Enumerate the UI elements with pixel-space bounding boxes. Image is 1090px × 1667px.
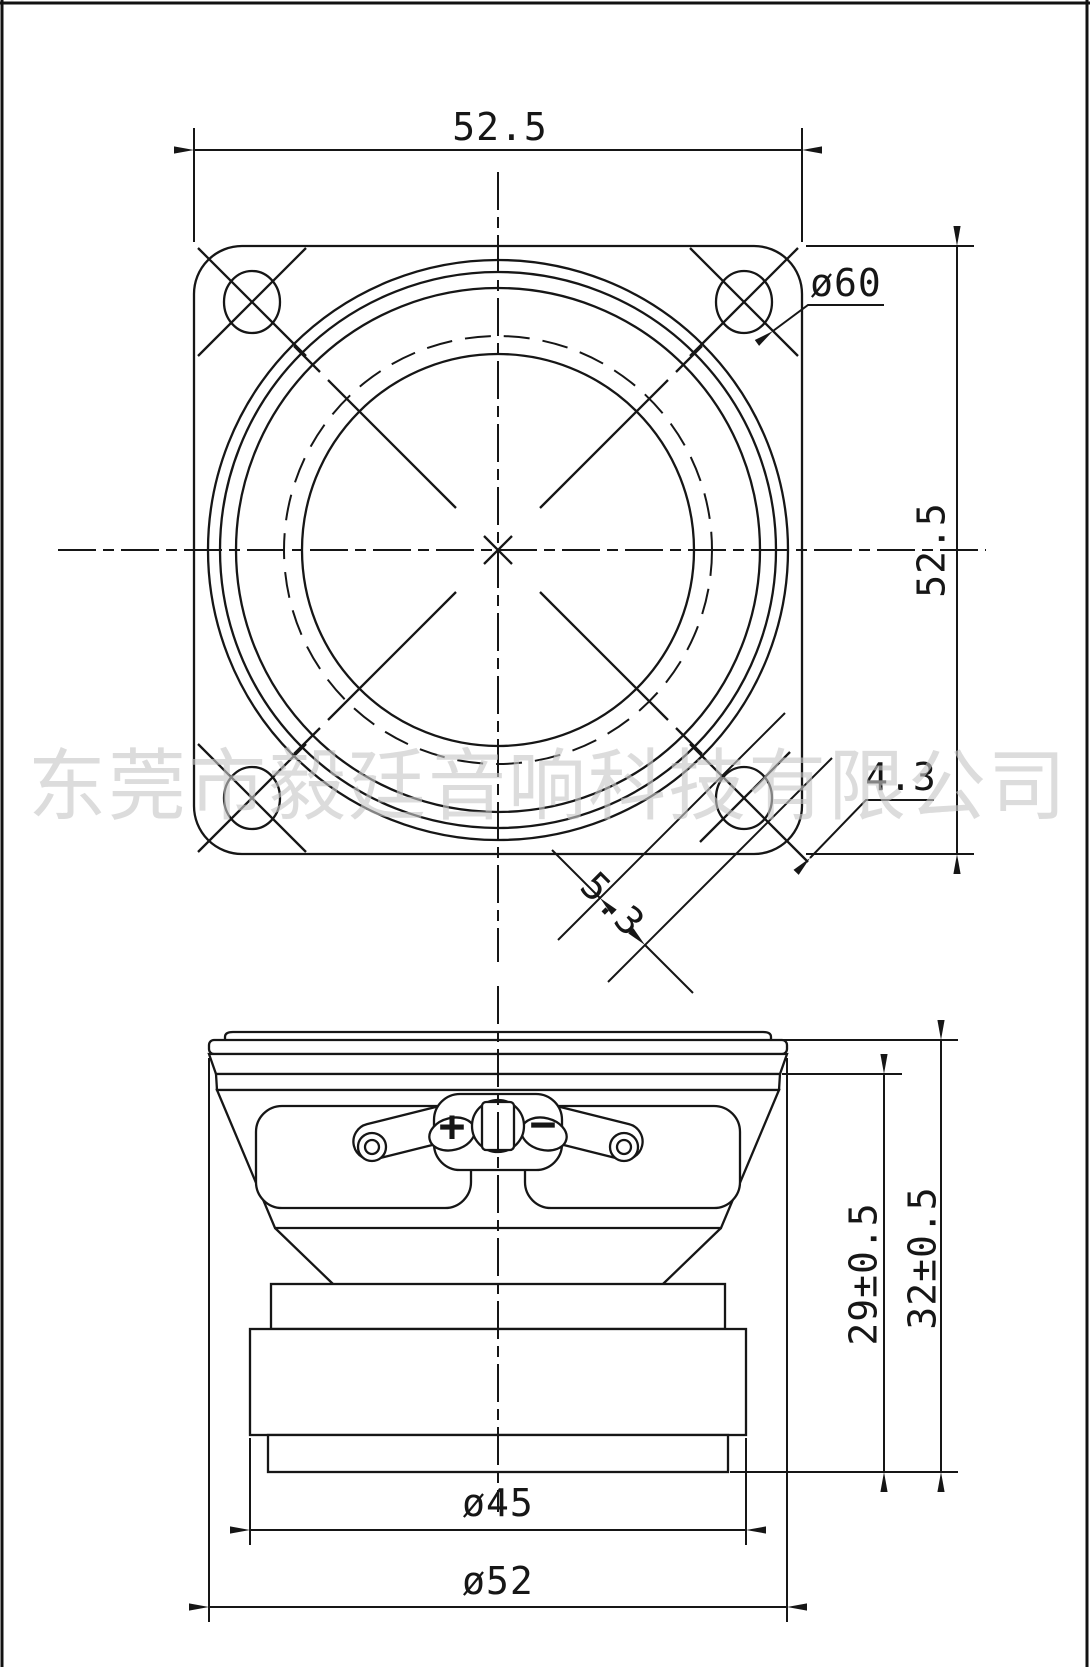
dim-frame-height: 52.5 (806, 226, 974, 874)
dim-frame-width-label: 52.5 (452, 105, 548, 149)
dim-frame-height-label: 52.5 (910, 502, 954, 598)
terminal-positive-label: + (439, 1101, 466, 1152)
mounting-hole-bottom-left (197, 743, 307, 853)
dim-mounting-depth: 29±0.5 (782, 1054, 902, 1492)
dim-corner-diameter-label: ø60 (810, 261, 882, 305)
neck-left (274, 1227, 334, 1285)
cone-diagonals (293, 345, 703, 755)
mounting-hole-bottom-right (689, 743, 809, 863)
front-view-centerlines (58, 172, 986, 962)
side-view-dimensions: 29±0.5 32±0.5 ø45 ø52 (189, 1020, 958, 1622)
dim-magnet-diameter-label: ø45 (462, 1481, 534, 1525)
dim-hole-diameter-label: 4.3 (865, 755, 937, 799)
dim-mounting-depth-label: 29±0.5 (842, 1202, 886, 1345)
terminal-negative-label: − (530, 1099, 557, 1150)
dim-hole-offset-label: 5.3 (572, 863, 654, 945)
dim-basket-diameter: ø52 (189, 1058, 807, 1622)
dim-magnet-diameter: ø45 (230, 1438, 766, 1545)
dim-basket-diameter-label: ø52 (462, 1559, 534, 1603)
side-view: + − (207, 986, 789, 1512)
neck-right (662, 1227, 722, 1285)
dim-total-depth-label: 32±0.5 (901, 1186, 945, 1329)
front-view (58, 172, 986, 962)
dim-total-depth: 32±0.5 (730, 1020, 958, 1492)
dim-corner-diameter: ø60 (754, 261, 884, 346)
dim-hole-diameter: 4.3 (793, 755, 937, 875)
dim-frame-width: 52.5 (174, 105, 822, 242)
mounting-hole-top-right (689, 247, 799, 357)
mounting-hole-top-left (197, 247, 307, 357)
